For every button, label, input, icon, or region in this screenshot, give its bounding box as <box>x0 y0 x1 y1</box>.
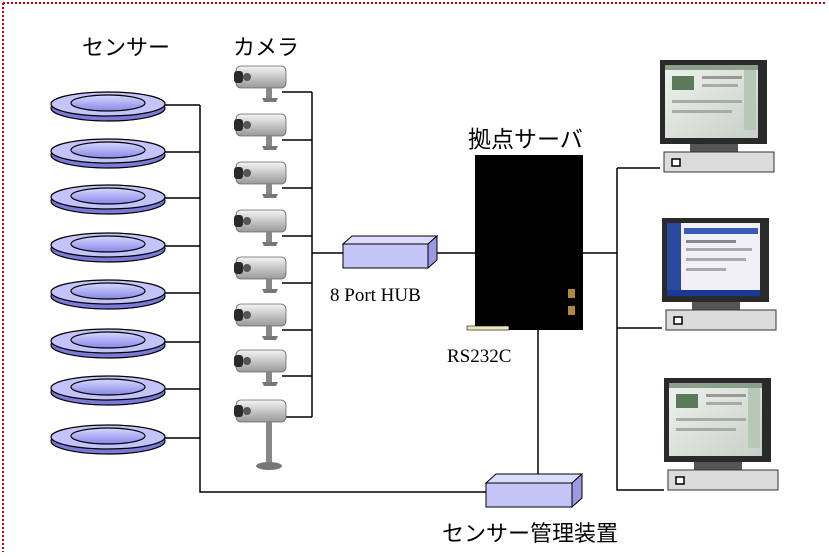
sensor-icon <box>50 279 166 310</box>
connection-lines <box>165 91 664 493</box>
sensor-controller-label: センサー管理装置 <box>442 522 619 547</box>
camera-icon <box>234 349 287 386</box>
camera-icon <box>234 113 287 150</box>
server-icon <box>466 155 583 331</box>
camera-column-label: カメラ <box>233 36 300 61</box>
server-label: 拠点サーバ <box>468 127 583 153</box>
desktop-pc-icon <box>662 218 777 331</box>
sensor-column <box>50 91 166 455</box>
desktop-pc-icon <box>660 60 775 173</box>
camera-icon <box>234 399 287 470</box>
sensor-controller-icon <box>484 472 584 509</box>
sensor-icon <box>50 184 166 215</box>
sensor-icon <box>50 424 166 455</box>
camera-icon <box>234 256 287 293</box>
camera-icon <box>234 209 287 246</box>
camera-column <box>234 65 287 470</box>
camera-icon <box>234 65 287 102</box>
camera-icon <box>234 161 287 198</box>
sensor-icon <box>50 138 166 169</box>
client-pc-column <box>660 60 779 491</box>
sensor-icon <box>50 91 166 122</box>
desktop-pc-icon <box>664 378 779 491</box>
hub-label: 8 Port HUB <box>330 285 421 306</box>
sensor-column-label: センサー <box>82 36 171 61</box>
camera-icon <box>234 303 287 340</box>
sensor-icon <box>50 232 166 263</box>
serial-port-label: RS232C <box>447 346 512 367</box>
sensor-icon <box>50 328 166 359</box>
sensor-icon <box>50 375 166 406</box>
hub-icon <box>341 234 439 270</box>
